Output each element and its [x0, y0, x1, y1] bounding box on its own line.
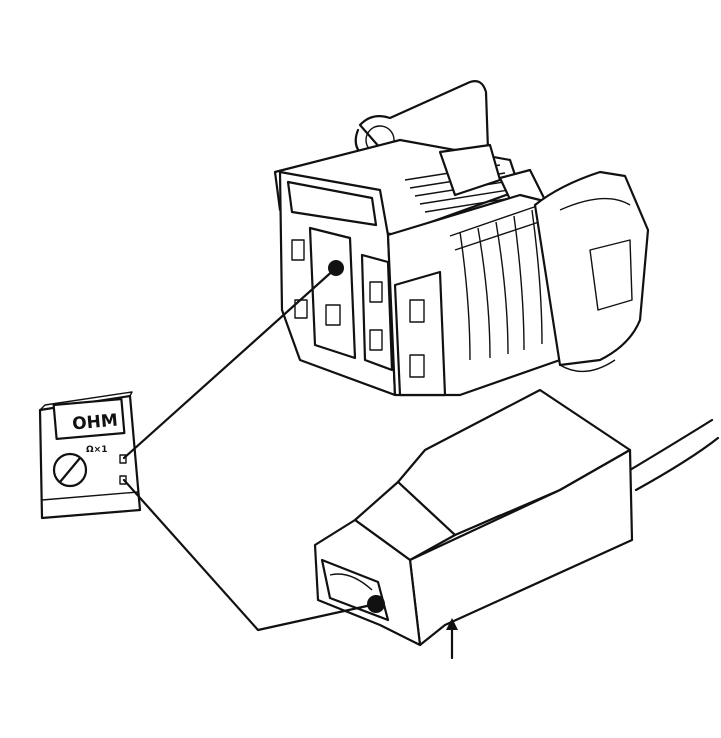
single-pin-connector [313, 388, 720, 660]
meter-dial-label: Ω×1 [86, 445, 107, 455]
test-lead-lower [122, 478, 378, 632]
test-lead-upper [122, 266, 338, 460]
multi-pin-connector [273, 80, 650, 397]
meter-display-label: OHM [71, 411, 118, 435]
ohmmeter [38, 391, 142, 520]
